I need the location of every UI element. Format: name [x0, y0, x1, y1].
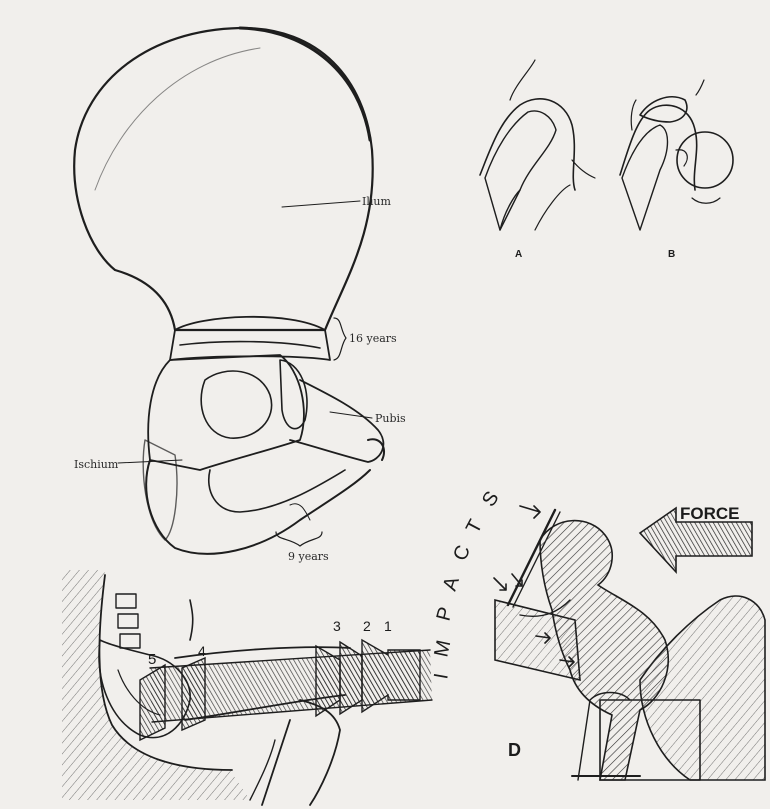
impacts-letter-t: T [462, 516, 487, 537]
label-9-years: 9 years [288, 550, 329, 563]
femoral-head-circle [677, 132, 733, 188]
ilium-bone [74, 28, 372, 330]
label-b: B [668, 249, 675, 260]
vertebra [118, 614, 138, 628]
impacts-letter-c: C [449, 542, 475, 564]
impacts-letter-m: M [430, 638, 455, 659]
hip-sketch-b: B [620, 80, 733, 260]
label-pubis: Pubis [375, 412, 406, 425]
label-16-years: 16 years [349, 332, 397, 345]
impact-number-5: 5 [148, 651, 156, 668]
pelvis-illustration: Ilium 16 years Pubis Ischium 9 years [74, 28, 406, 563]
impact-number-1: 1 [384, 618, 392, 634]
arrow-head-4 [182, 658, 205, 730]
triradiate-cartilage [170, 317, 330, 360]
panel-label-d: D [508, 740, 521, 760]
label-a: A [515, 249, 522, 260]
force-label: FORCE [680, 504, 740, 523]
ischium-bone [146, 460, 370, 554]
knee-impact-illustration: 3 2 1 4 5 [62, 570, 432, 805]
dashboard-impact-illustration: FORCE I M P A C T S D [430, 487, 765, 780]
vertebra [116, 594, 136, 608]
impacts-letter-p: P [433, 605, 458, 624]
hip-sketch-a: A [480, 60, 595, 260]
impacts-letter-i: I [430, 672, 453, 681]
arrow-head-5 [140, 665, 165, 740]
impacts-letter-a: A [439, 573, 464, 593]
impact-number-2: 2 [363, 618, 371, 634]
impacts-letter-s: S [478, 487, 504, 510]
impact-number-4: 4 [198, 643, 206, 659]
label-ilium: Ilium [362, 195, 391, 208]
vertebra [120, 634, 140, 648]
impact-number-3: 3 [333, 618, 341, 634]
label-ischium: Ischium [74, 458, 119, 471]
